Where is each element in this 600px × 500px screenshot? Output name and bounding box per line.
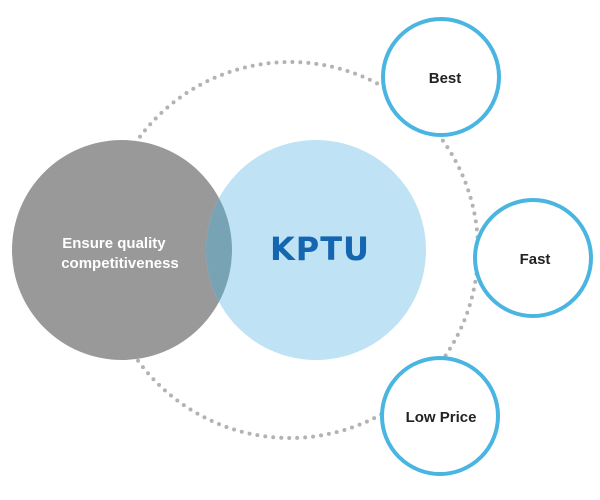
satellite-label-best: Best bbox=[429, 70, 462, 87]
quality-label-line-1: Ensure quality bbox=[62, 235, 166, 252]
satellite-label-fast: Fast bbox=[520, 251, 551, 268]
satellite-label-low-price: Low Price bbox=[406, 409, 477, 426]
satellite-circle-low-price bbox=[380, 356, 500, 476]
quality-circle bbox=[12, 140, 232, 360]
satellite-circle-fast bbox=[473, 198, 593, 318]
kptu-circle bbox=[206, 140, 426, 360]
quality-label-line-2: competitiveness bbox=[61, 255, 179, 272]
satellite-circle-best bbox=[381, 17, 501, 137]
quality-label: Ensure quality competitiveness bbox=[61, 235, 179, 272]
kptu-label: KPTU bbox=[270, 230, 370, 268]
